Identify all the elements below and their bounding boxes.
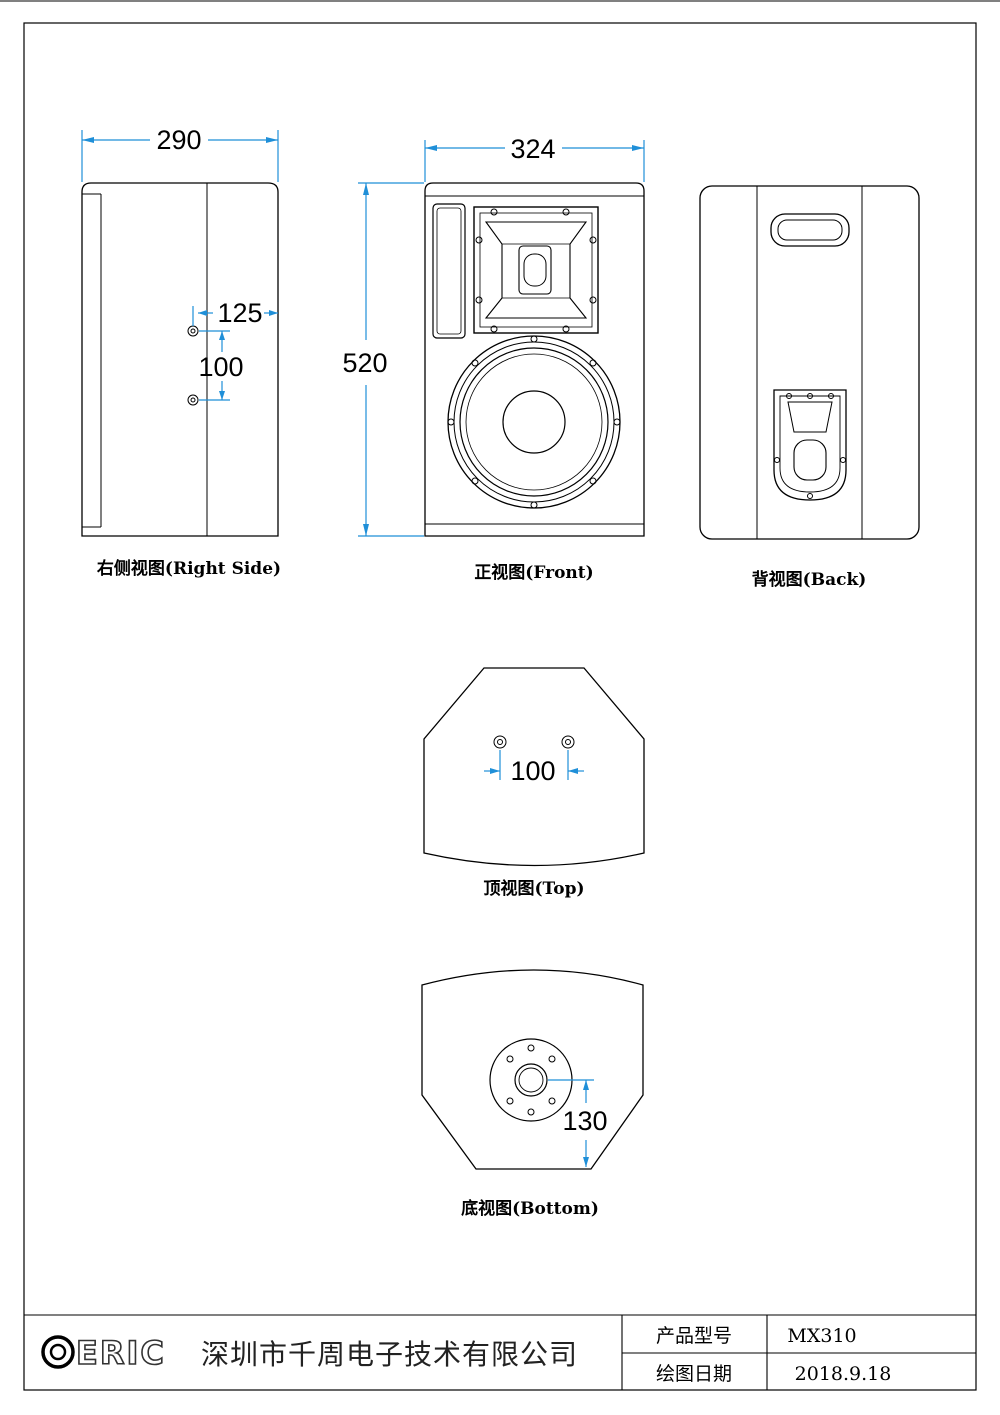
dim-front-height: 520 [342,348,387,378]
dim-side-hole-offset: 125 [217,298,262,328]
company-logo: ERIC [41,1333,166,1373]
caption-top: 顶视图(Top) [483,878,584,899]
side-mount-hole-upper [187,325,199,337]
front-outline [424,182,645,537]
top-outline [423,667,645,867]
top-view: 100 顶视图(Top) [423,667,645,899]
top-mount-hole-right [561,735,575,749]
product-model-label: 产品型号 [656,1325,732,1347]
bottom-view: 130 底视图(Bottom) [421,969,644,1219]
dim-side-depth: 290 [156,125,201,155]
front-baffle [424,195,645,525]
product-model-value: MX310 [787,1325,856,1347]
logo-text: ERIC [76,1334,166,1372]
horn-flange [473,206,599,334]
front-port [432,203,466,339]
handle-icon [770,213,850,247]
woofer-frame [447,335,621,509]
pole-socket [514,1063,548,1097]
caption-back: 背视图(Back) [752,569,867,590]
horn-throat [518,245,552,295]
bottom-outline [421,969,644,1170]
sheet-border [23,22,977,1391]
dim-side-hole-spacing: 100 [198,352,243,382]
side-outline [81,182,279,537]
horn-mouth [484,221,588,319]
back-outline [699,185,920,540]
plate-screw-icon [506,1055,514,1063]
top-mount-hole-left [493,735,507,749]
dim-top-hole-spacing: 100 [510,756,555,786]
company-name: 深圳市千周电子技术有限公司 [201,1338,578,1371]
horn-screw-icon [490,208,498,216]
drawing-date-value: 2018.9.18 [795,1363,892,1385]
side-mount-hole-lower [187,394,199,406]
dim-bottom-socket-offset: 130 [562,1106,607,1136]
dim-front-width: 324 [510,134,555,164]
right-side-view: 290 125 100 右侧视图(Right Side) [81,125,281,579]
caption-bottom: 底视图(Bottom) [461,1198,599,1219]
caption-front: 正视图(Front) [474,562,593,583]
drawing-date-label: 绘图日期 [656,1363,732,1385]
connector-recess [787,401,833,433]
back-view: 背视图(Back) [699,185,920,590]
woofer-screw-icon [530,335,538,343]
title-block: ERIC 深圳市千周电子技术有限公司 产品型号 MX310 绘图日期 2018.… [24,1314,976,1390]
caption-right-side: 右侧视图(Right Side) [97,558,281,579]
input-panel [773,389,847,501]
panel-screw-icon [807,393,813,399]
woofer-dust-cap [502,390,566,454]
connector-socket [793,439,827,481]
front-view: 324 520 正视图(Front) [342,134,645,583]
woofer-surround [459,347,609,497]
